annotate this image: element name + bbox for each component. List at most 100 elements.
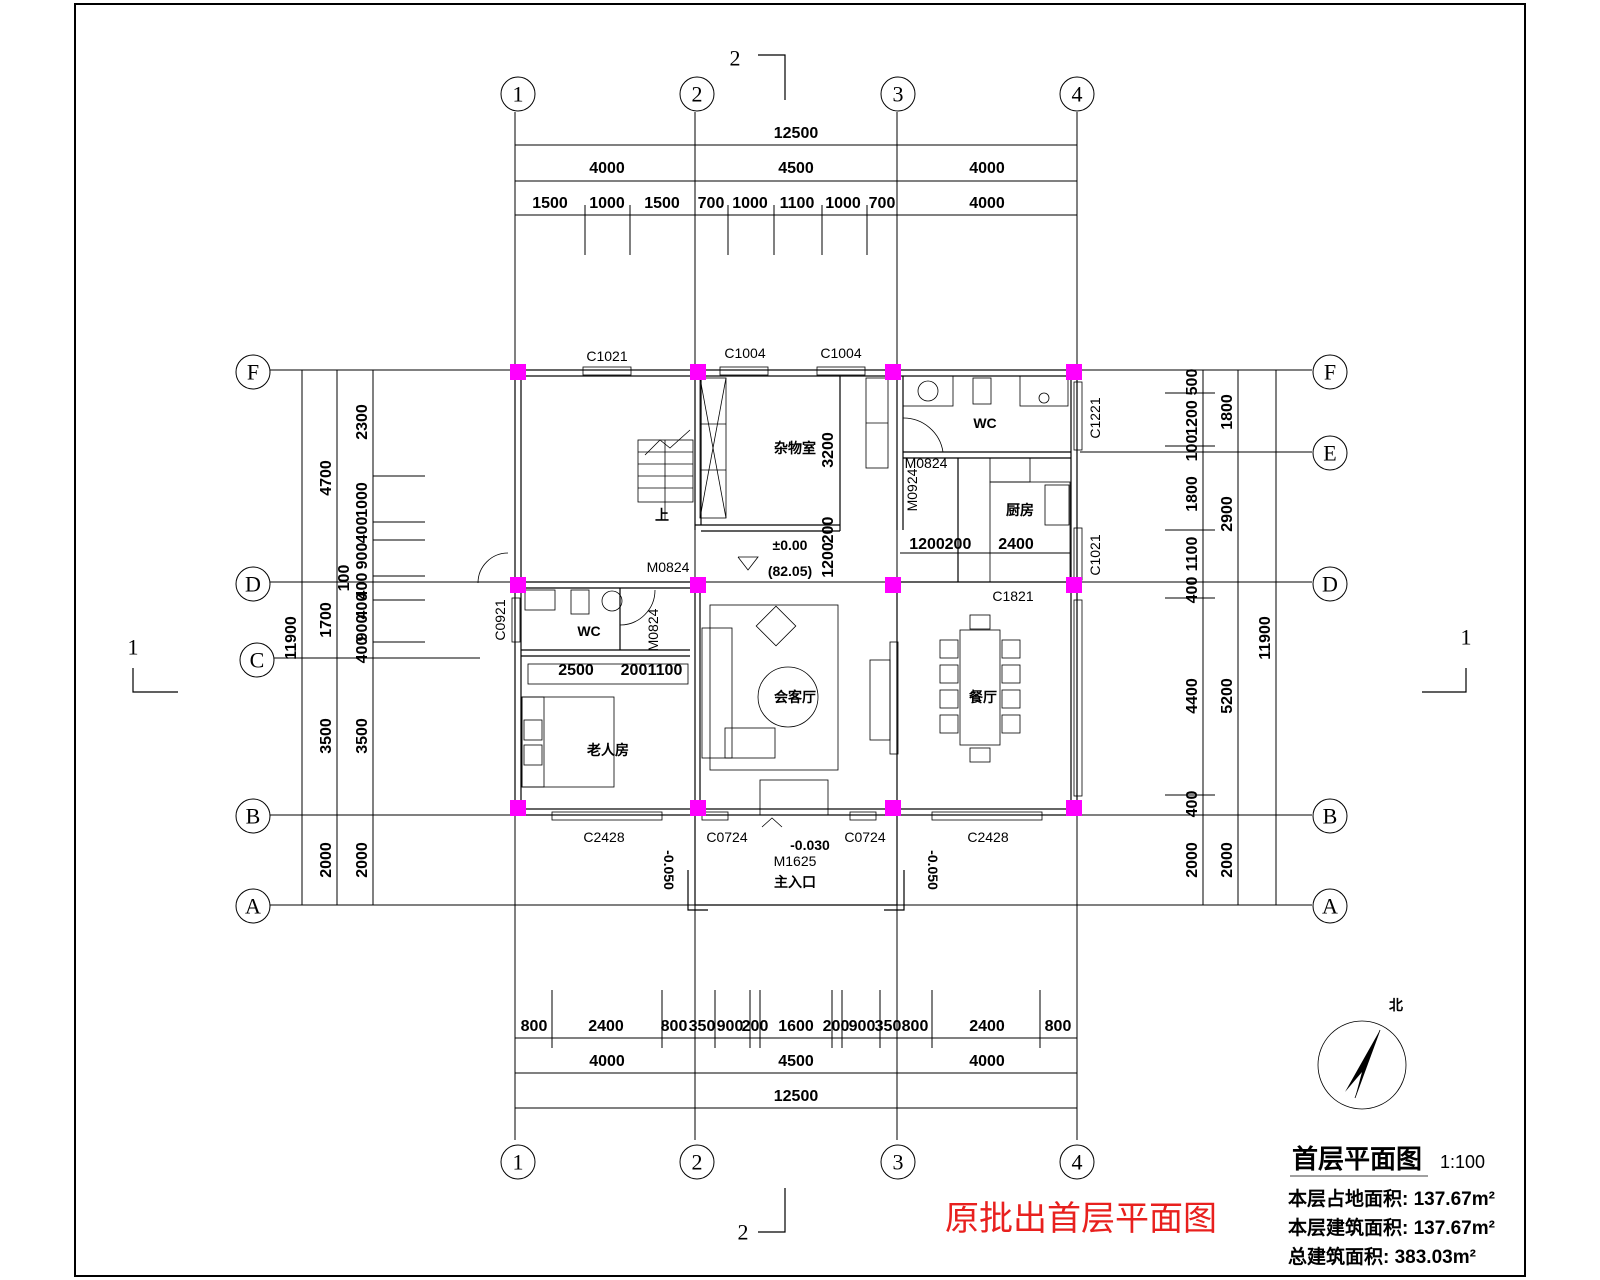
svg-text:1: 1 — [513, 1150, 524, 1175]
bottom-detail-dim: 2400 — [969, 1018, 1005, 1035]
bottom-detail-dim: 200 — [823, 1018, 850, 1035]
svg-text:1: 1 — [128, 635, 139, 660]
window-door-labels: C1021 C1004 C1004 M0824 M0924 C1221 C102… — [492, 345, 1103, 869]
svg-text:B: B — [1323, 804, 1338, 829]
door-label: M1625 — [774, 853, 817, 869]
section-mark-1-right: 1 — [1422, 625, 1472, 693]
svg-text:1100: 1100 — [648, 662, 683, 679]
bottom-detail-dim: 350 — [689, 1018, 716, 1035]
svg-text:200: 200 — [820, 517, 837, 544]
axis-bubble-left-C: C — [239, 642, 275, 678]
floor-area: 本层建筑面积: 137.67m² — [1288, 1216, 1495, 1239]
svg-text:200: 200 — [621, 662, 648, 679]
svg-text:1: 1 — [513, 82, 524, 107]
plan-scale: 1:100 — [1440, 1152, 1485, 1172]
bottom-detail-dim: 800 — [1045, 1018, 1072, 1035]
svg-text:2500: 2500 — [558, 662, 594, 679]
svg-text:-0.030: -0.030 — [790, 837, 830, 853]
axis-bubble-bottom-3: 3 — [880, 1144, 916, 1180]
door-label: M0824 — [647, 559, 690, 575]
window-label: C1821 — [992, 588, 1033, 604]
right-inner-dim: 100 — [1184, 435, 1201, 462]
room-label-kitchen: 厨房 — [1006, 502, 1034, 518]
red-note: 原批出首层平面图 — [945, 1200, 1217, 1238]
left-inner-dim: 900 — [354, 543, 371, 570]
north-label: 北 — [1389, 997, 1403, 1013]
room-label-storage: 杂物室 — [774, 440, 816, 456]
left-inner-dim: 1000 — [354, 482, 371, 518]
top-detail-dim: 700 — [698, 195, 725, 212]
elder-room-bed — [521, 663, 689, 788]
svg-text:3200: 3200 — [820, 432, 837, 468]
svg-text:3: 3 — [893, 82, 904, 107]
left-total-dim: 11900 — [283, 616, 300, 660]
bottom-detail-dim: 900 — [717, 1018, 744, 1035]
window-label: C1021 — [586, 348, 627, 364]
axis-bubble-top-3: 3 — [880, 76, 916, 112]
bottom-detail-dim: 800 — [521, 1018, 548, 1035]
bottom-bay-dim-1: 4000 — [589, 1053, 625, 1070]
upper-wc-fixtures — [902, 375, 1069, 453]
right-inner-dim: 2000 — [1184, 842, 1201, 878]
structural-columns — [510, 364, 1082, 816]
room-label-wc-upper: WC — [973, 415, 996, 431]
right-outer-dim: 2000 — [1219, 842, 1236, 878]
window-label: C1004 — [820, 345, 861, 361]
bottom-detail-dim: 2400 — [588, 1018, 624, 1035]
left-outer-dim: 1700 — [318, 602, 335, 638]
north-arrow-icon — [1317, 1020, 1407, 1110]
left-outer-dim: 4700 — [318, 460, 335, 496]
interior-walls — [515, 370, 1077, 815]
axis-bubble-left-F: F — [235, 354, 271, 390]
section-mark-2-top: 2 — [730, 46, 786, 100]
axis-bubble-left-B: B — [235, 798, 271, 834]
left-inner-dim: 400 — [354, 593, 371, 620]
axis-bubble-right-D: D — [1312, 566, 1348, 602]
svg-text:A: A — [1322, 894, 1338, 919]
axis-bubble-bottom-4: 4 — [1059, 1144, 1095, 1180]
top-bay-dim-3: 4000 — [969, 160, 1005, 177]
top-detail-dim: 1000 — [825, 195, 861, 212]
bottom-detail-dim: 200 — [742, 1018, 769, 1035]
left-outer-dim: 3500 — [318, 718, 335, 754]
right-inner-dim: 1200 — [1184, 400, 1201, 436]
top-detail-dim: 1000 — [732, 195, 768, 212]
room-label-living: 会客厅 — [774, 689, 816, 705]
top-dimension-chain — [515, 144, 1077, 255]
svg-text:2400: 2400 — [998, 536, 1034, 553]
svg-text:4: 4 — [1072, 82, 1083, 107]
svg-text:±0.00: ±0.00 — [773, 537, 808, 553]
left-inner-dim: 400 — [354, 637, 371, 664]
interior-dimensions: 3200 1200 200 1200 200 2400 2500 200 110… — [558, 432, 1070, 679]
window-label: C1004 — [724, 345, 765, 361]
right-inner-dim: 500 — [1184, 369, 1201, 396]
axis-bubble-left-D: D — [235, 566, 271, 602]
svg-text:E: E — [1323, 441, 1336, 466]
bottom-bay-dim-2: 4500 — [778, 1053, 814, 1070]
land-area: 本层占地面积: 137.67m² — [1288, 1187, 1495, 1210]
axis-bubble-bottom-2: 2 — [679, 1144, 715, 1180]
svg-text:1: 1 — [1461, 625, 1472, 650]
window-label: C0724 — [844, 829, 885, 845]
right-inner-dim: 400 — [1184, 791, 1201, 818]
right-outer-dim: 1800 — [1219, 394, 1236, 430]
left-outer-dim: 2000 — [318, 842, 335, 878]
room-label-entrance: 主入口 — [774, 874, 816, 890]
right-total-dim: 11900 — [1257, 616, 1274, 660]
left-inner-dim: 900 — [354, 615, 371, 642]
svg-text:A: A — [245, 894, 261, 919]
right-inner-dim: 400 — [1184, 577, 1201, 604]
left-inner-dim: 100 — [336, 565, 353, 592]
window-label: C2428 — [583, 829, 624, 845]
svg-text:3: 3 — [893, 1150, 904, 1175]
living-room-furniture — [701, 604, 899, 816]
section-mark-2-bottom: 2 — [738, 1188, 786, 1245]
level-marks: ±0.00 (82.05) -0.030 -0.050 -0.050 — [661, 537, 941, 890]
left-dimension-chain — [301, 370, 425, 905]
svg-text:2: 2 — [738, 1220, 749, 1245]
window-label: C0921 — [492, 599, 508, 640]
bottom-detail-dim: 1600 — [778, 1018, 814, 1035]
top-detail-dim: 1500 — [532, 195, 568, 212]
right-inner-dim: 4400 — [1184, 678, 1201, 714]
storage-shelves — [699, 377, 889, 519]
